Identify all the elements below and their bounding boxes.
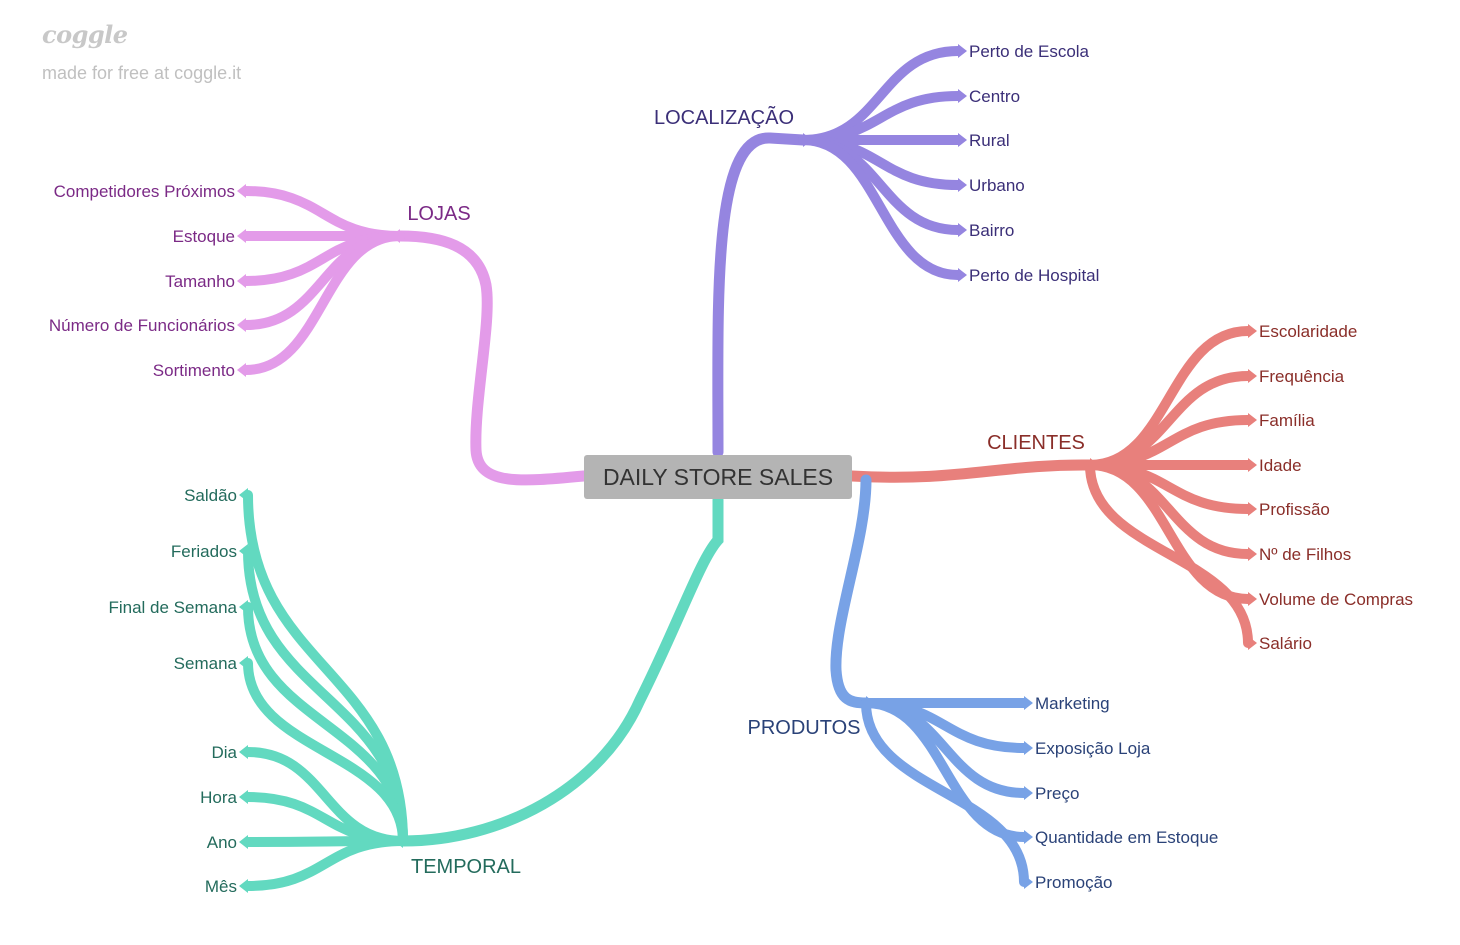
clientes-leaf-label[interactable]: Volume de Compras <box>1259 590 1413 609</box>
clientes-leaf-arrow <box>1248 324 1257 338</box>
clientes-branch-label[interactable]: CLIENTES <box>987 432 1085 454</box>
localizacao-leaf-label[interactable]: Perto de Hospital <box>969 266 1099 285</box>
produtos-leaf-label[interactable]: Marketing <box>1035 694 1110 713</box>
localizacao-leaf-label[interactable]: Rural <box>969 131 1010 150</box>
temporal-branch-label[interactable]: TEMPORAL <box>411 856 521 878</box>
clientes-leaf-label[interactable]: Salário <box>1259 634 1312 653</box>
temporal-leaf-label[interactable]: Ano <box>207 833 237 852</box>
lojas-leaf-connector <box>241 231 405 375</box>
produtos-leaf-label[interactable]: Promoção <box>1035 873 1112 892</box>
produtos-leaf-arrow <box>1024 696 1033 710</box>
temporal-leaf-label[interactable]: Final de Semana <box>108 598 237 617</box>
center-node-box[interactable] <box>584 455 852 499</box>
lojas-leaf-arrow <box>237 363 246 377</box>
produtos-leaf-arrow <box>1024 875 1033 889</box>
temporal-leaf-arrow <box>239 835 248 849</box>
lojas-leaf-arrow <box>237 184 246 198</box>
clientes-leaf-arrow <box>1248 413 1257 427</box>
temporal-leaf-label[interactable]: Semana <box>174 654 238 673</box>
clientes-leaf-connector <box>1085 460 1253 648</box>
lojas-leaf-arrow <box>237 274 246 288</box>
clientes-leaf-arrow <box>1248 369 1257 383</box>
coggle-logo: coggle <box>42 20 128 49</box>
clientes-leaf-label[interactable]: Família <box>1259 411 1315 430</box>
lojas-leaf-label[interactable]: Sortimento <box>153 361 235 380</box>
lojas-leaf-connector <box>241 186 405 241</box>
temporal-leaf-label[interactable]: Hora <box>200 788 237 807</box>
temporal-leaf-arrow <box>239 488 248 502</box>
localizacao-leaf-label[interactable]: Perto de Escola <box>969 42 1090 61</box>
produtos-branch-label[interactable]: PRODUTOS <box>748 717 861 739</box>
temporal-leaf-connector <box>243 836 408 891</box>
coggle-tagline: made for free at coggle.it <box>42 63 242 83</box>
clientes-leaf-arrow <box>1248 592 1257 606</box>
localizacao-branch-label[interactable]: LOCALIZAÇÃO <box>654 105 794 129</box>
produtos-leaf-arrow <box>1024 830 1033 844</box>
lojas-leaf-label[interactable]: Número de Funcionários <box>49 316 235 335</box>
localizacao-leaf-arrow <box>958 223 967 237</box>
lojas-leaf-arrow <box>237 318 246 332</box>
lojas-branch-label[interactable]: LOJAS <box>407 203 470 225</box>
temporal-leaf-arrow <box>239 879 248 893</box>
lojas-leaf-arrow <box>237 229 246 243</box>
localizacao-leaf-arrow <box>958 89 967 103</box>
temporal-leaf-label[interactable]: Feriados <box>171 542 237 561</box>
temporal-leaf-arrow <box>239 544 248 558</box>
mind-map-edges <box>237 44 1257 893</box>
clientes-leaf-label[interactable]: Frequência <box>1259 367 1345 386</box>
localizacao-leaf-label[interactable]: Bairro <box>969 221 1014 240</box>
temporal-leaf-arrow <box>239 790 248 804</box>
mind-map-nodes: Perto de EscolaCentroRuralUrbanoBairroPe… <box>49 42 1413 896</box>
localizacao-leaf-arrow <box>958 268 967 282</box>
clientes-trunk <box>846 459 1096 483</box>
localizacao-leaf-arrow <box>958 133 967 147</box>
produtos-leaf-connector <box>861 698 1029 887</box>
clientes-leaf-arrow <box>1248 458 1257 472</box>
localizacao-trunk <box>712 132 809 458</box>
lojas-leaf-label[interactable]: Tamanho <box>165 272 235 291</box>
lojas-leaf-label[interactable]: Competidores Próximos <box>54 182 235 201</box>
clientes-leaf-arrow <box>1248 636 1257 650</box>
localizacao-leaf-label[interactable]: Urbano <box>969 176 1025 195</box>
lojas-leaf-label[interactable]: Estoque <box>173 227 235 246</box>
localizacao-leaf-label[interactable]: Centro <box>969 87 1020 106</box>
clientes-leaf-label[interactable]: Escolaridade <box>1259 322 1357 341</box>
produtos-leaf-arrow <box>1024 741 1033 755</box>
clientes-leaf-arrow <box>1248 502 1257 516</box>
temporal-leaf-label[interactable]: Dia <box>211 743 237 762</box>
temporal-leaf-arrow <box>239 745 248 759</box>
temporal-leaf-connector <box>243 658 408 846</box>
temporal-leaf-arrow <box>239 600 248 614</box>
localizacao-leaf-connector <box>798 135 963 280</box>
produtos-leaf-arrow <box>1024 786 1033 800</box>
temporal-leaf-arrow <box>239 656 248 670</box>
clientes-leaf-arrow <box>1248 547 1257 561</box>
localizacao-leaf-arrow <box>958 44 967 58</box>
produtos-trunk <box>830 474 872 709</box>
temporal-leaf-label[interactable]: Mês <box>205 877 237 896</box>
lojas-trunk <box>394 230 590 486</box>
clientes-leaf-label[interactable]: Profissão <box>1259 500 1330 519</box>
clientes-leaf-label[interactable]: Idade <box>1259 456 1302 475</box>
center-node-label[interactable]: DAILY STORE SALES <box>603 464 833 490</box>
clientes-leaf-label[interactable]: Nº de Filhos <box>1259 545 1351 564</box>
produtos-leaf-label[interactable]: Preço <box>1035 784 1079 803</box>
produtos-leaf-label[interactable]: Exposição Loja <box>1035 739 1151 758</box>
localizacao-leaf-arrow <box>958 178 967 192</box>
produtos-leaf-label[interactable]: Quantidade em Estoque <box>1035 828 1218 847</box>
temporal-trunk <box>397 494 724 847</box>
temporal-leaf-label[interactable]: Saldão <box>184 486 237 505</box>
